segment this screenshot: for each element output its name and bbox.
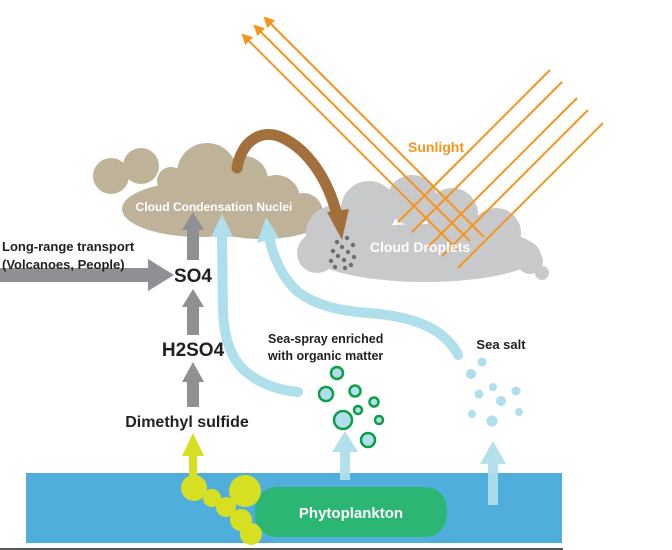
- blob: [240, 523, 262, 545]
- arrow-shaft: [187, 380, 199, 407]
- transport-label-line1: Long-range transport: [2, 239, 135, 254]
- blob: [203, 489, 221, 507]
- salt-particle: [489, 383, 497, 391]
- blob: [216, 497, 236, 517]
- droplet-dots: [328, 235, 357, 271]
- sunlight-reflected-arrows: [241, 16, 485, 251]
- salt-particle: [468, 410, 476, 418]
- arrow-head: [182, 289, 204, 307]
- organic-particle: [352, 404, 364, 416]
- cloud-lobe: [387, 175, 437, 225]
- cloud-body: [204, 203, 320, 239]
- arrow-shaft: [340, 450, 350, 480]
- arrow-head: [182, 362, 204, 382]
- cloud-body: [310, 224, 540, 282]
- long-range-transport-arrow: [0, 259, 174, 291]
- seasalt-particles: [466, 357, 523, 427]
- blob: [181, 475, 207, 501]
- arrow-shaft: [217, 231, 303, 397]
- arrow-shaft: [488, 462, 498, 505]
- organic-particle: [359, 431, 377, 449]
- salt-particle: [477, 357, 487, 367]
- phytoplankton-blobs: [181, 475, 262, 545]
- ccn-cloud: [93, 143, 323, 239]
- cloud-droplets-cloud: [297, 175, 549, 282]
- arrow-head: [182, 433, 204, 456]
- arrow-shaft: [264, 231, 463, 360]
- ccn-to-droplets-arrow: [231, 129, 349, 240]
- arrow-shaft: [189, 454, 197, 480]
- organic-particle: [348, 384, 362, 398]
- organic-particle: [332, 409, 354, 431]
- arrow-head: [257, 217, 279, 243]
- arrow-head: [332, 431, 358, 452]
- arrow-shaft: [187, 228, 199, 260]
- arrow-head: [182, 212, 204, 230]
- bottom-edge-line: [0, 548, 563, 550]
- dms-label: Dimethyl sulfide: [125, 414, 249, 431]
- salt-particle: [486, 415, 498, 427]
- arrow-head: [327, 209, 349, 240]
- cloud-lobe: [123, 148, 159, 184]
- phytoplankton-label: Phytoplankton: [299, 505, 403, 522]
- cloud-droplets-label: Cloud Droplets: [370, 239, 471, 255]
- transport-label-line2: (Volcanoes, People): [2, 257, 125, 272]
- arrow-head: [211, 214, 233, 237]
- organic-particle: [373, 414, 385, 426]
- h2so4-label: H2SO4: [162, 340, 225, 361]
- ccn-label: Cloud Condensation Nuclei: [136, 200, 293, 214]
- cloud-lobe: [93, 158, 129, 194]
- h2so4-to-so4-arrow: [182, 289, 204, 335]
- organic-particle: [368, 396, 380, 408]
- arrow-shaft: [231, 129, 343, 221]
- seaspray-particles: [317, 365, 385, 449]
- so4-to-ccn-arrow: [182, 212, 204, 260]
- salt-particle: [474, 389, 484, 399]
- dms-emission-arrow: [182, 433, 204, 480]
- seaspray-label-line2: with organic matter: [267, 349, 383, 363]
- organic-particle: [329, 365, 345, 381]
- salt-particle: [466, 369, 476, 379]
- organic-particle: [317, 385, 335, 403]
- seaspray-up-arrow: [332, 431, 358, 480]
- sunlight-label: Sunlight: [408, 139, 464, 155]
- seaspray-label-line1: Sea-spray enriched: [268, 332, 383, 346]
- so4-label: SO4: [174, 266, 212, 287]
- arrow-shaft: [187, 305, 199, 335]
- dms-to-h2so4-arrow: [182, 362, 204, 407]
- cloud-lobe: [517, 248, 543, 274]
- salt-particle: [496, 396, 506, 406]
- seasalt-to-ccn-curve: [257, 217, 463, 360]
- salt-particle: [515, 408, 523, 416]
- cloud-lobe: [341, 181, 397, 237]
- arrow-head: [480, 441, 506, 464]
- phytoplankton-pill: [255, 487, 447, 537]
- salt-particle: [511, 386, 521, 396]
- blob: [229, 475, 261, 507]
- arrow-head: [148, 259, 174, 291]
- arrow-shaft: [0, 268, 148, 282]
- seasalt-up-arrow: [480, 441, 506, 505]
- seasalt-label: Sea salt: [476, 337, 526, 352]
- seaspray-to-ccn-curve: [211, 214, 303, 397]
- cloud-lobe: [535, 266, 549, 280]
